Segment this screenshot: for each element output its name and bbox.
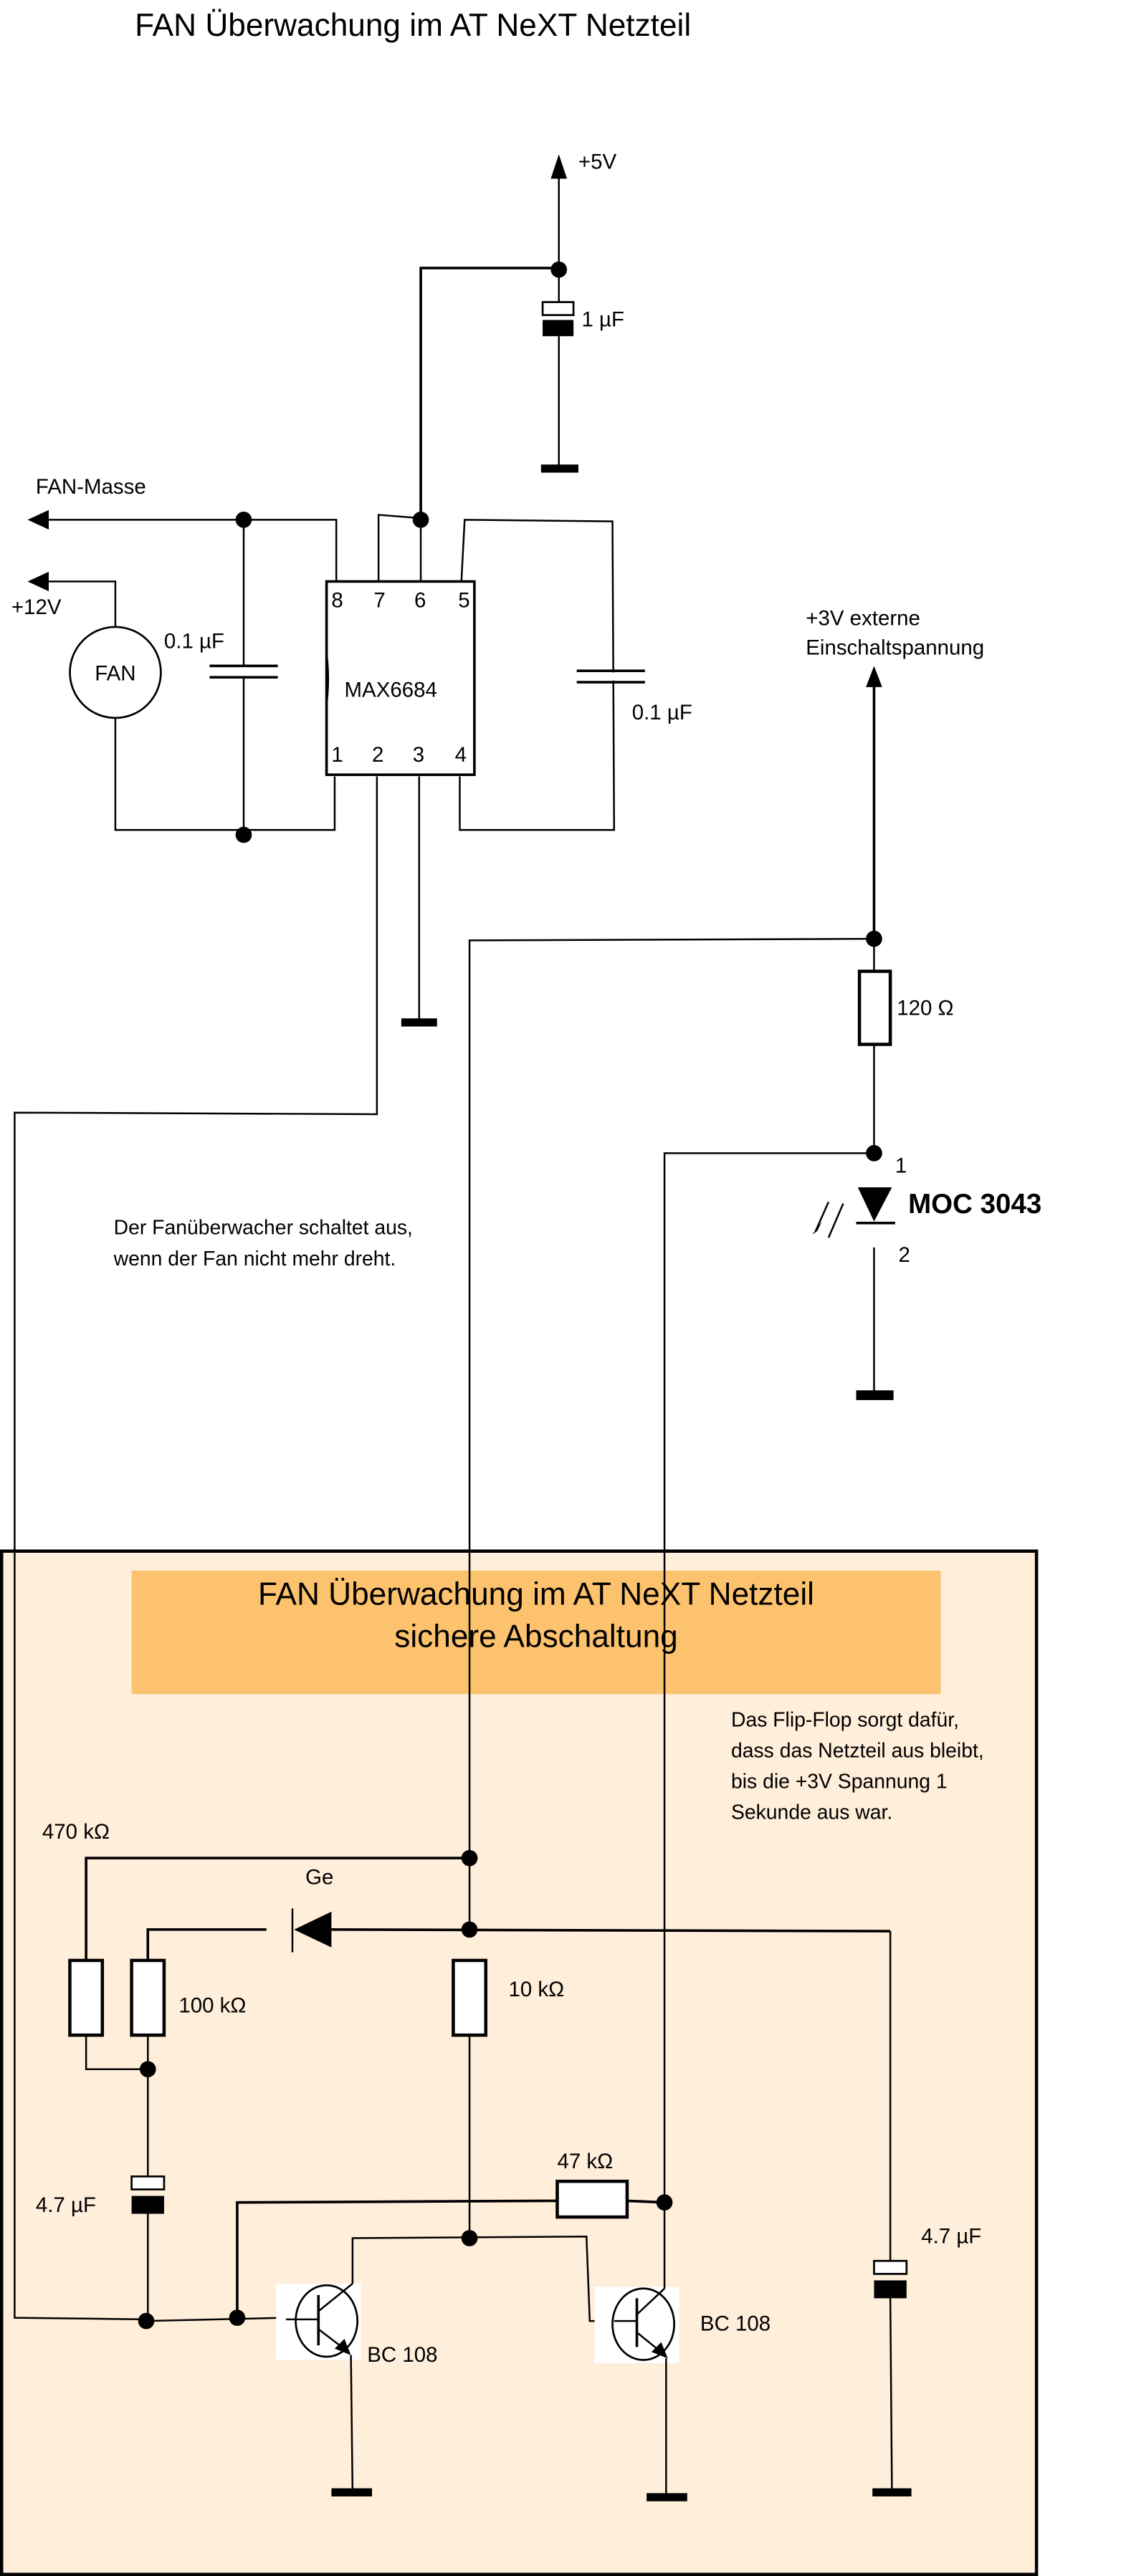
fan-monitor-note-1: Der Fanüberwacher schaltet aus, bbox=[114, 1217, 413, 1240]
resistor-120 bbox=[857, 969, 892, 1046]
flipflop-circuit: 470 kΩ Ge 100 kΩ 10 kΩ 4.7 µF 47 kΩ bbox=[36, 1820, 981, 2501]
page-title: FAN Überwachung im AT NeXT Netzteil bbox=[135, 8, 691, 43]
capacitor-4u7-left-minus bbox=[131, 2196, 164, 2214]
arrow-left-icon bbox=[27, 571, 49, 592]
arrow-up-icon bbox=[550, 154, 568, 179]
emitter-arrow-icon bbox=[651, 2342, 668, 2359]
ic-pin-7: 7 bbox=[373, 589, 385, 613]
capacitor-4u7-left-plus bbox=[130, 2175, 166, 2190]
arrow-left-icon bbox=[27, 509, 49, 530]
ic-pin-2: 2 bbox=[372, 743, 383, 767]
ground-symbol bbox=[401, 1018, 437, 1027]
ic-pin-5: 5 bbox=[458, 589, 469, 613]
r-10k-label: 10 kΩ bbox=[508, 1978, 564, 2001]
ground-symbol bbox=[331, 2488, 373, 2496]
opto-section: +3V externe Einschaltspannung 120 Ω 1 MO… bbox=[468, 607, 1041, 2203]
ic-pin-8: 8 bbox=[331, 589, 343, 613]
ic-pin-6: 6 bbox=[414, 589, 426, 613]
c-fan-label: 0.1 µF bbox=[164, 629, 224, 653]
led-diode-icon bbox=[857, 1187, 892, 1222]
plus3v-label-1: +3V externe bbox=[806, 607, 920, 631]
q1-label: BC 108 bbox=[367, 2343, 437, 2367]
flipflop-panel bbox=[0, 1549, 1039, 2576]
ground-symbol bbox=[856, 1390, 894, 1400]
plus5v-label: +5V bbox=[578, 150, 617, 174]
capacitor-4u7-right-plus bbox=[873, 2259, 908, 2275]
flipflop-note-4: Sekunde aus war. bbox=[731, 1801, 892, 1824]
flipflop-note-2: dass das Netzteil aus bleibt, bbox=[731, 1740, 984, 1763]
ground-symbol bbox=[540, 464, 578, 473]
fan-masse-label: FAN-Masse bbox=[36, 475, 146, 499]
flipflop-note-3: bis die +3V Spannung 1 bbox=[731, 1771, 948, 1794]
emitter-arrow-icon bbox=[334, 2339, 351, 2355]
diode-icon bbox=[294, 1911, 332, 1948]
q2-label: BC 108 bbox=[700, 2312, 771, 2336]
capacitor-1uf-minus bbox=[543, 320, 574, 337]
banner bbox=[131, 1570, 941, 1695]
c-right-label: 4.7 µF bbox=[921, 2224, 981, 2248]
c-left-label: 4.7 µF bbox=[36, 2193, 96, 2217]
plus5v-rail: +5V 1 µF bbox=[419, 150, 624, 523]
ic-pin-3: 3 bbox=[413, 743, 424, 767]
resistor-470k bbox=[68, 1958, 105, 2037]
ic-label: MAX6684 bbox=[345, 678, 437, 702]
ic-max6684: MAX6684 8 7 6 5 1 2 3 4 0.1 µF bbox=[14, 512, 692, 2321]
arrow-up-icon bbox=[866, 666, 882, 687]
r-100k-label: 100 kΩ bbox=[178, 1993, 246, 2017]
ground-symbol bbox=[647, 2493, 687, 2501]
fan-section: FAN-Masse 0.1 µF +12V FAN bbox=[11, 475, 338, 843]
diode-ge-label: Ge bbox=[305, 1865, 333, 1889]
fan-monitor-note-2: wenn der Fan nicht mehr dreht. bbox=[113, 1248, 396, 1270]
banner-title: FAN Überwachung im AT NeXT Netzteil bbox=[258, 1577, 814, 1612]
resistor-10k bbox=[452, 1958, 487, 2037]
resistor-47k bbox=[555, 2179, 629, 2219]
resistor-100k bbox=[130, 1958, 166, 2037]
transistor-q2 bbox=[611, 2287, 676, 2361]
r-470k-label: 470 kΩ bbox=[42, 1820, 110, 1844]
r-120-label: 120 Ω bbox=[897, 997, 953, 1020]
banner-subtitle: sichere Abschaltung bbox=[394, 1619, 677, 1654]
c-pin5-label: 0.1 µF bbox=[632, 701, 692, 724]
plus3v-label-2: Einschaltspannung bbox=[806, 636, 984, 659]
ic-pin-1: 1 bbox=[331, 743, 343, 767]
c-1uf-label: 1 µF bbox=[581, 308, 624, 332]
ic-pin-4: 4 bbox=[455, 743, 467, 767]
capacitor-4u7-right-minus bbox=[874, 2280, 907, 2299]
transistor-q1 bbox=[295, 2284, 359, 2358]
opto-pin-2-label: 2 bbox=[898, 1243, 910, 1267]
ground-symbol bbox=[872, 2488, 912, 2496]
r-47k-label: 47 kΩ bbox=[557, 2150, 613, 2173]
opto-pin-1-label: 1 bbox=[895, 1154, 907, 1178]
fan-label: FAN bbox=[95, 662, 135, 686]
flipflop-note-1: Das Flip-Flop sorgt dafür, bbox=[731, 1709, 959, 1732]
opto-label: MOC 3043 bbox=[908, 1189, 1041, 1220]
capacitor-1uf-plus bbox=[541, 301, 575, 317]
plus12v-label: +12V bbox=[11, 595, 62, 619]
